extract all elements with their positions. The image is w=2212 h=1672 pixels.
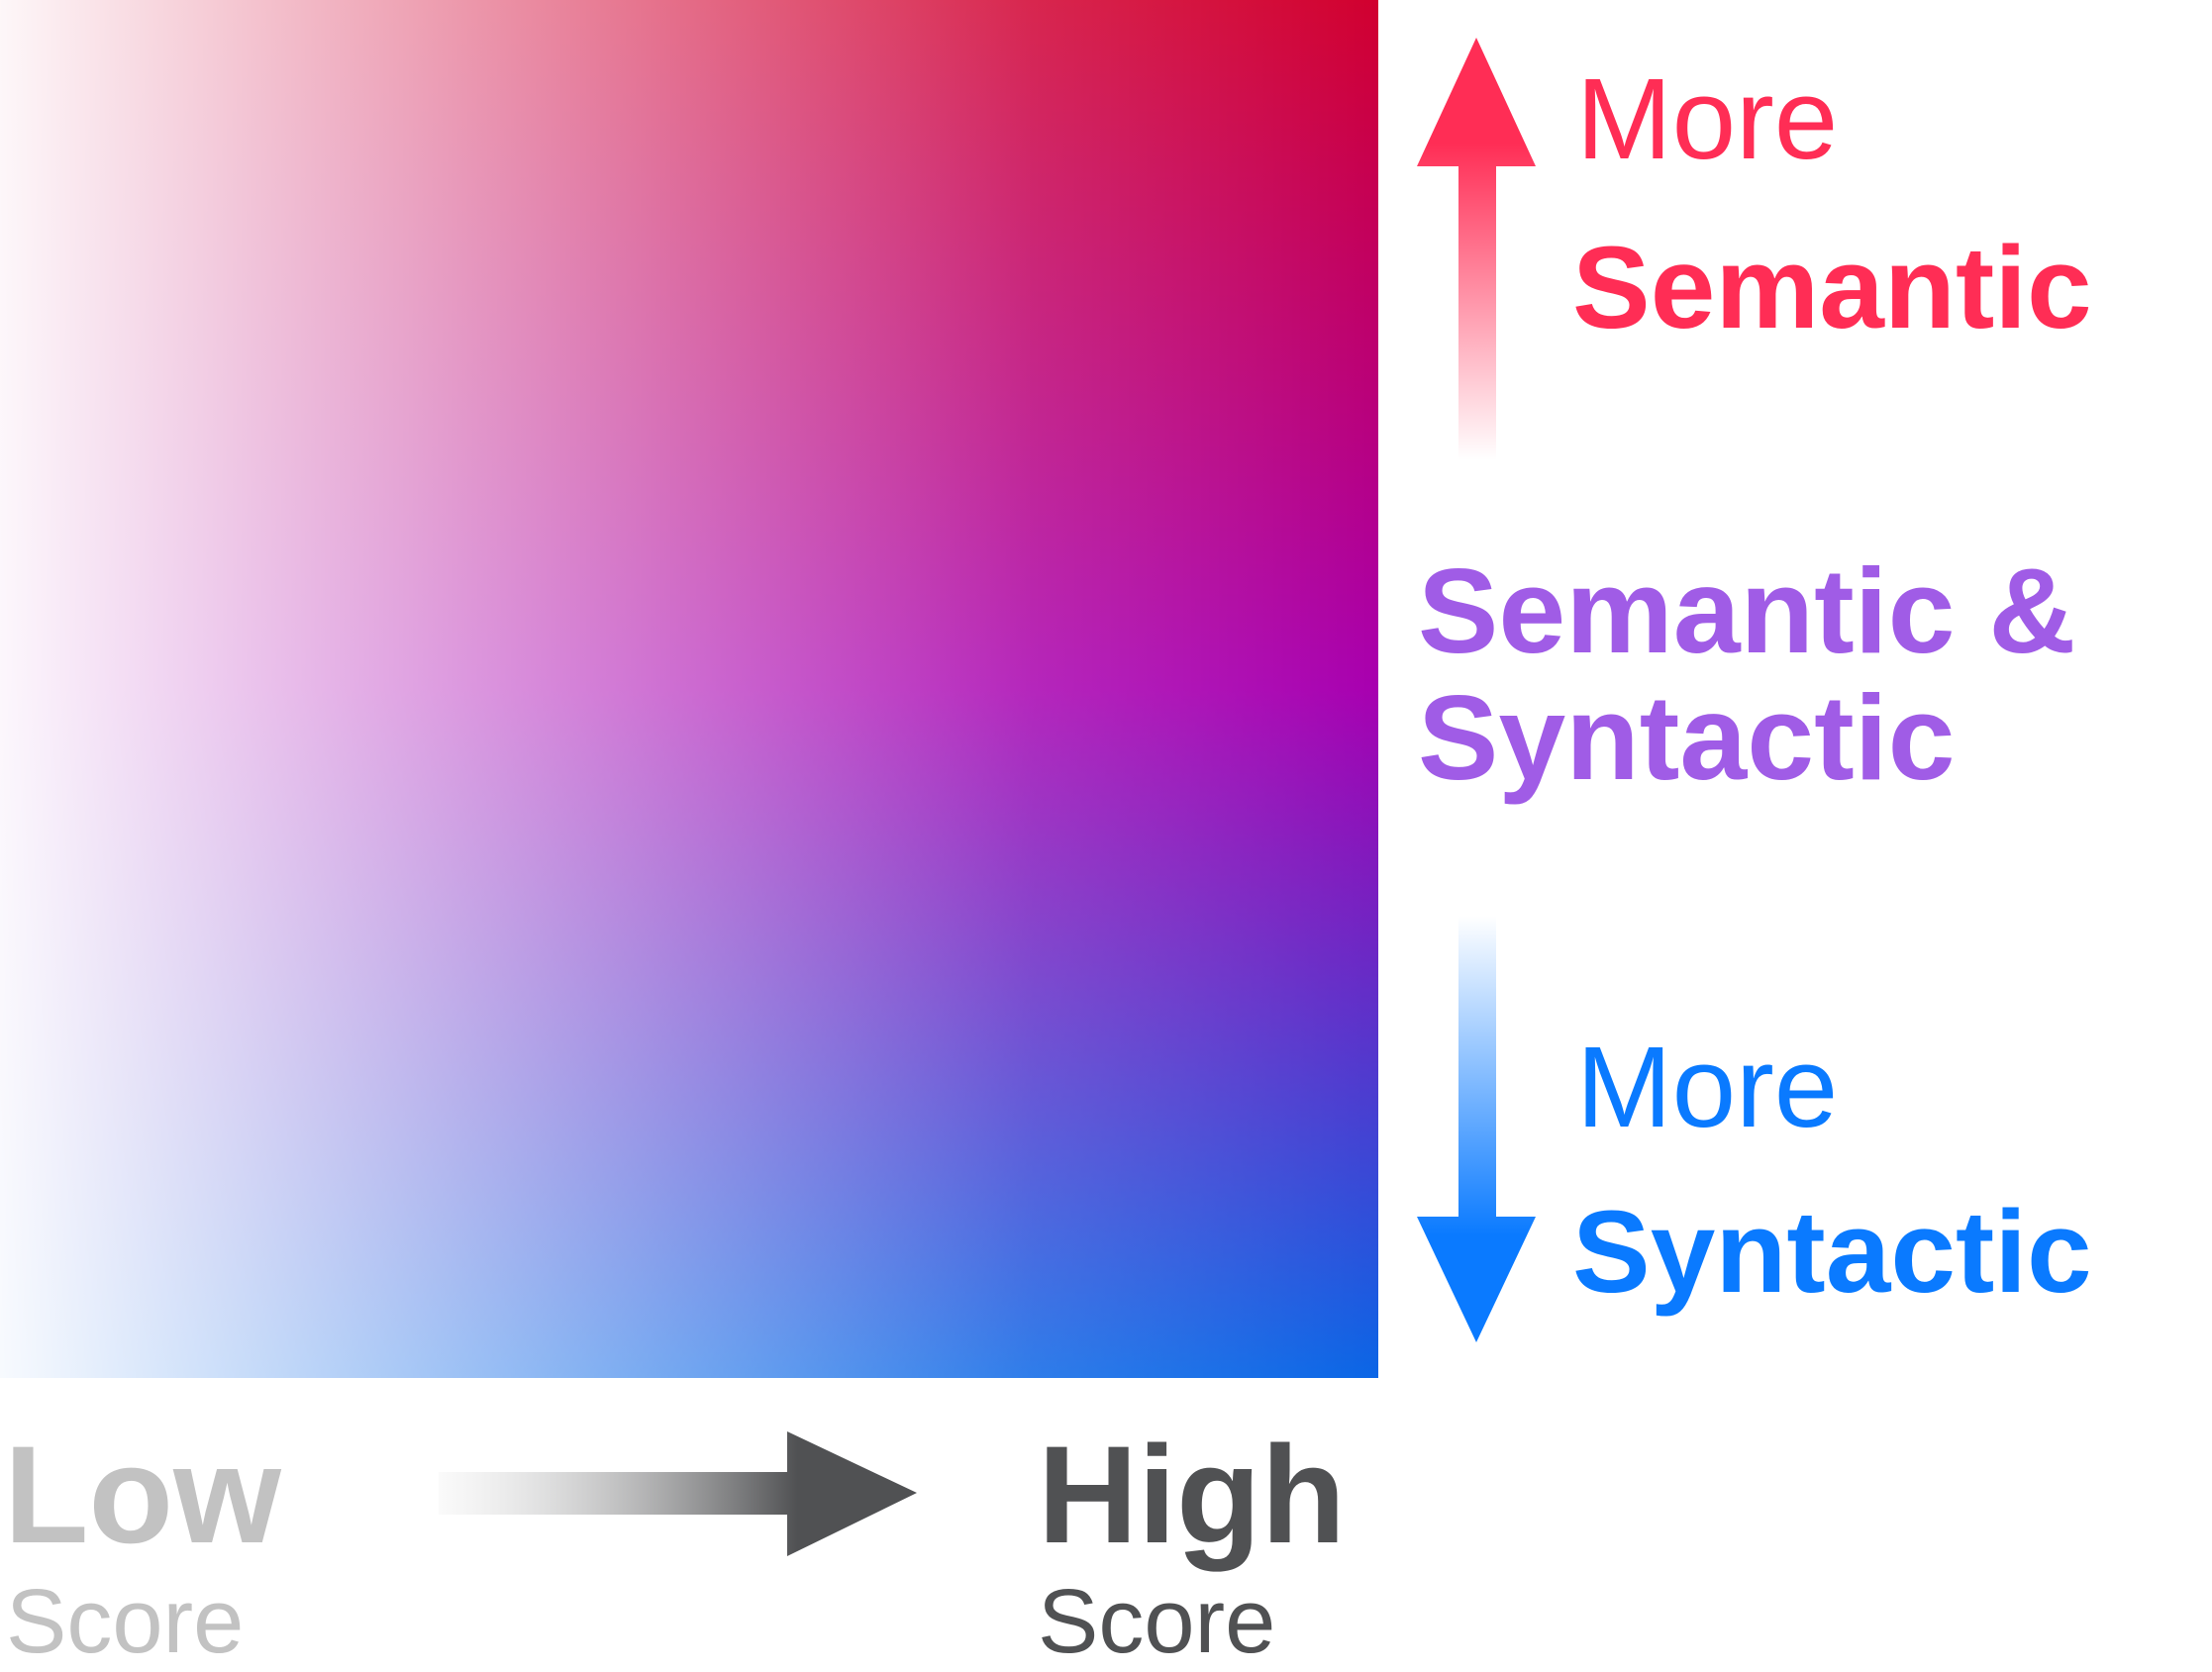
arrow-right-icon xyxy=(439,1431,917,1556)
arrow-down-icon xyxy=(1417,916,1536,1342)
more-semantic-label: Semantic xyxy=(1572,223,2092,353)
more-syntactic-label: Syntactic xyxy=(1572,1187,2092,1318)
more-syntactic-prefix: More xyxy=(1576,1023,1839,1151)
semantic-syntactic-line1: Semantic & xyxy=(1418,543,2076,678)
high-score-sublabel: Score xyxy=(1038,1571,1276,1672)
score-gradient-square xyxy=(0,0,1378,1378)
low-score-sublabel: Score xyxy=(6,1571,245,1672)
arrow-up-icon xyxy=(1417,38,1536,460)
low-label: Low xyxy=(4,1417,281,1572)
high-label: High xyxy=(1038,1417,1347,1572)
more-semantic-prefix: More xyxy=(1576,54,1839,183)
semantic-syntactic-line2: Syntactic xyxy=(1418,670,1956,805)
